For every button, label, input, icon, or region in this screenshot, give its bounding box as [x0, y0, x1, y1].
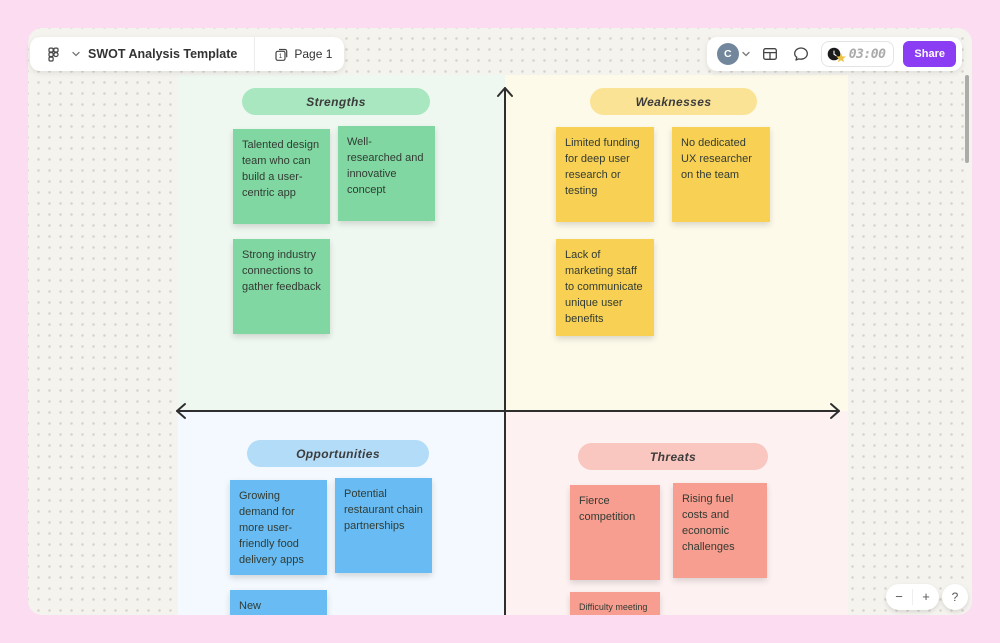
- help-button[interactable]: ?: [942, 584, 968, 610]
- sticky-note[interactable]: Limited funding for deep user research o…: [556, 127, 654, 222]
- zoom-out-button[interactable]: −: [895, 589, 903, 604]
- timer-widget[interactable]: 03:00: [820, 41, 895, 67]
- sticky-note[interactable]: Talented design team who can build a use…: [233, 129, 330, 224]
- account-menu[interactable]: C: [716, 43, 750, 65]
- svg-text:1: 1: [279, 53, 283, 60]
- templates-icon[interactable]: [759, 43, 781, 65]
- sticky-note[interactable]: Well-researched and innovative concept: [338, 126, 435, 221]
- chevron-down-icon[interactable]: [71, 43, 81, 65]
- zoom-divider: [912, 589, 913, 605]
- sticky-note[interactable]: No dedicated UX researcher on the team: [672, 127, 770, 222]
- sticky-note[interactable]: Growing demand for more user-friendly fo…: [230, 480, 327, 575]
- page-icon: 1: [275, 48, 288, 61]
- sticky-note[interactable]: Fierce competition: [570, 485, 660, 580]
- label-threats[interactable]: Threats: [578, 443, 768, 470]
- chevron-down-icon: [742, 51, 750, 57]
- zoom-in-button[interactable]: +: [922, 589, 930, 604]
- sticky-note[interactable]: Strong industry connections to gather fe…: [233, 239, 330, 334]
- sticky-note[interactable]: Potential restaurant chain partnerships: [335, 478, 432, 573]
- label-strengths[interactable]: Strengths: [242, 88, 430, 115]
- sticky-note[interactable]: Lack of marketing staff to communicate u…: [556, 239, 654, 336]
- sparkle-star-icon: [835, 53, 846, 63]
- document-title[interactable]: SWOT Analysis Template: [88, 47, 238, 61]
- timer-value: 03:00: [848, 46, 886, 62]
- vertical-scrollbar[interactable]: [965, 75, 969, 163]
- figjam-logo-icon[interactable]: [42, 43, 64, 65]
- toolbar-right: C: [706, 37, 962, 71]
- timer-icon: [827, 46, 846, 63]
- toolbar-divider: [254, 37, 256, 71]
- page-label: Page 1: [294, 47, 333, 61]
- whiteboard-canvas[interactable]: Strengths Weaknesses Opportunities Threa…: [28, 28, 972, 615]
- label-weaknesses[interactable]: Weaknesses: [590, 88, 757, 115]
- label-opportunities[interactable]: Opportunities: [247, 440, 429, 467]
- page-selector[interactable]: 1 Page 1: [262, 47, 344, 62]
- avatar: C: [716, 43, 739, 65]
- sticky-note[interactable]: New: [230, 590, 327, 615]
- toolbar-left: SWOT Analysis Template 1 Page 1: [30, 37, 345, 71]
- zoom-controls: − +: [886, 584, 939, 610]
- comment-bubble-icon[interactable]: [790, 43, 812, 65]
- sticky-note[interactable]: Rising fuel costs and economic challenge…: [673, 483, 767, 578]
- share-button[interactable]: Share: [903, 41, 956, 67]
- sticky-note[interactable]: Difficulty meeting: [570, 592, 660, 615]
